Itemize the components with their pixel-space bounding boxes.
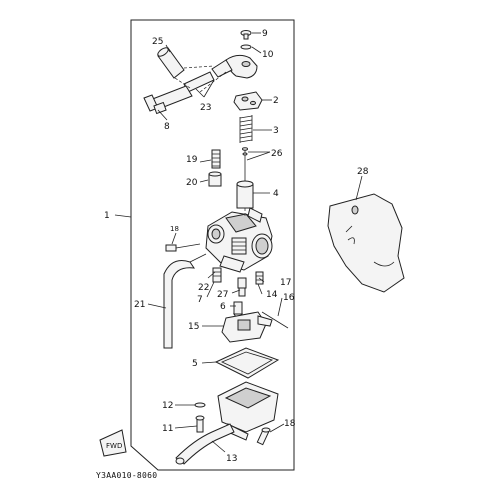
callout-11: 11 [162,424,173,434]
main-jet-holder-part [212,267,222,283]
drain-hose-part [163,253,207,349]
callout-18-upper: 18 [170,225,179,233]
callout-15: 15 [188,322,199,332]
pilot-screw-ring-part [208,171,222,187]
forward-direction-mark: FWD [99,429,127,457]
callout-5: 5 [192,359,198,369]
overflow-hose-part [175,423,235,465]
throttle-valve-part [236,180,254,209]
callout-19: 19 [186,155,198,165]
washer-part [240,44,252,50]
callout-23: 23 [200,103,211,113]
callout-14: 14 [266,290,278,300]
chamber-screw-part [256,427,271,446]
callout-13: 13 [226,454,237,464]
callout-20: 20 [186,178,198,188]
cable-adjuster-part [157,47,185,79]
callout-12: 12 [162,401,173,411]
callout-1: 1 [104,211,110,221]
pilot-screw-part [211,149,221,169]
forward-label: FWD [106,442,122,450]
figure-code: Y3AA010-8060 [96,471,157,480]
assembly-frame [130,19,295,471]
callout-25: 25 [152,37,163,47]
cable-plug-part [143,94,167,115]
callout-3: 3 [273,126,279,136]
carburetor-cover-part [327,193,405,293]
callout-4: 4 [273,189,279,199]
float-chamber-gasket-part [214,347,280,379]
callout-9: 9 [262,29,268,39]
callout-28: 28 [357,167,369,177]
air-screw-part [165,243,201,252]
callout-21: 21 [134,300,145,310]
callout-16: 16 [283,293,295,303]
callout-8: 8 [164,122,170,132]
float-part [221,311,273,343]
callout-26: 26 [271,149,283,159]
main-jet-part [237,277,247,297]
callout-7: 7 [197,295,203,305]
leader-lines [114,32,363,453]
callout-6: 6 [220,302,226,312]
float-pin-part [261,311,289,329]
callout-10: 10 [262,50,274,60]
callout-22: 22 [198,283,209,293]
screw-washer-part [194,402,206,408]
float-chamber-screw-part [195,415,205,433]
throttle-spring-part [239,115,253,143]
callout-18-lower: 18 [284,419,296,429]
screw-part [240,30,252,40]
callout-17: 17 [280,278,291,288]
cable-elbow-part [211,54,258,79]
callout-2: 2 [273,96,279,106]
callout-27: 27 [217,290,228,300]
carburetor-body-part [205,207,273,273]
mixing-chamber-cap-part [233,91,263,111]
jet-needle-part [242,147,248,183]
float-chamber-part [217,381,279,441]
